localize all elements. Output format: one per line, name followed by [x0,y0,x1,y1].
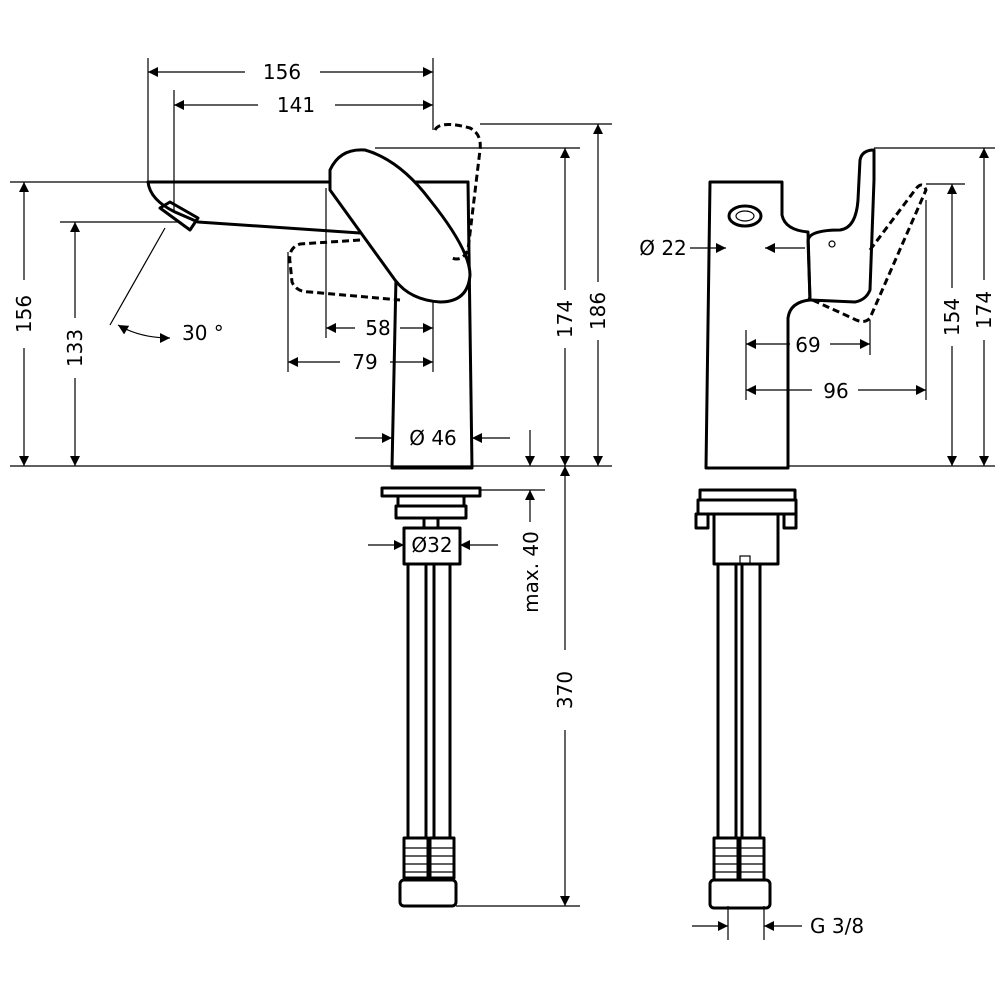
dim-58: 58 [365,316,390,340]
dim-79: 79 [352,350,377,374]
aerator [158,200,200,232]
dim-diameter-46: Ø 46 [409,426,457,450]
dim-angle-30: 30 ° [182,321,224,345]
side-aerator [727,204,763,228]
side-view [690,147,995,940]
dimension-labels: 156 141 156 133 30 ° 58 79 174 186 Ø 46 … [12,60,996,938]
front-view [10,58,612,908]
lever-rotated-dashed [288,238,401,302]
dim-max-40: max. 40 [519,531,543,613]
dim-g38: G 3/8 [810,914,864,938]
dim-154: 154 [940,298,964,336]
dim-186: 186 [586,292,610,330]
dim-96: 96 [823,379,848,403]
dim-174-side: 174 [972,291,996,329]
dim-370: 370 [553,671,577,709]
side-hose-nut [708,878,772,910]
hose-fitting-right [428,836,456,880]
dim-174-front: 174 [553,300,577,338]
dim-156-top: 156 [263,60,301,84]
side-lever [806,148,876,304]
hose-nut [398,878,458,908]
lever-raised-dashed [433,123,482,261]
dim-diameter-32: Ø32 [411,533,452,557]
dim-69: 69 [795,333,820,357]
dim-156-left: 156 [12,295,36,333]
dim-133: 133 [63,329,87,367]
hose-fitting-left [402,836,430,880]
side-lever-raised-dashed [807,183,928,323]
side-body [704,180,812,470]
dim-diameter-22: Ø 22 [639,236,687,260]
dim-141: 141 [277,93,315,117]
lever-handle [328,148,472,304]
base-ring-3 [394,504,468,520]
